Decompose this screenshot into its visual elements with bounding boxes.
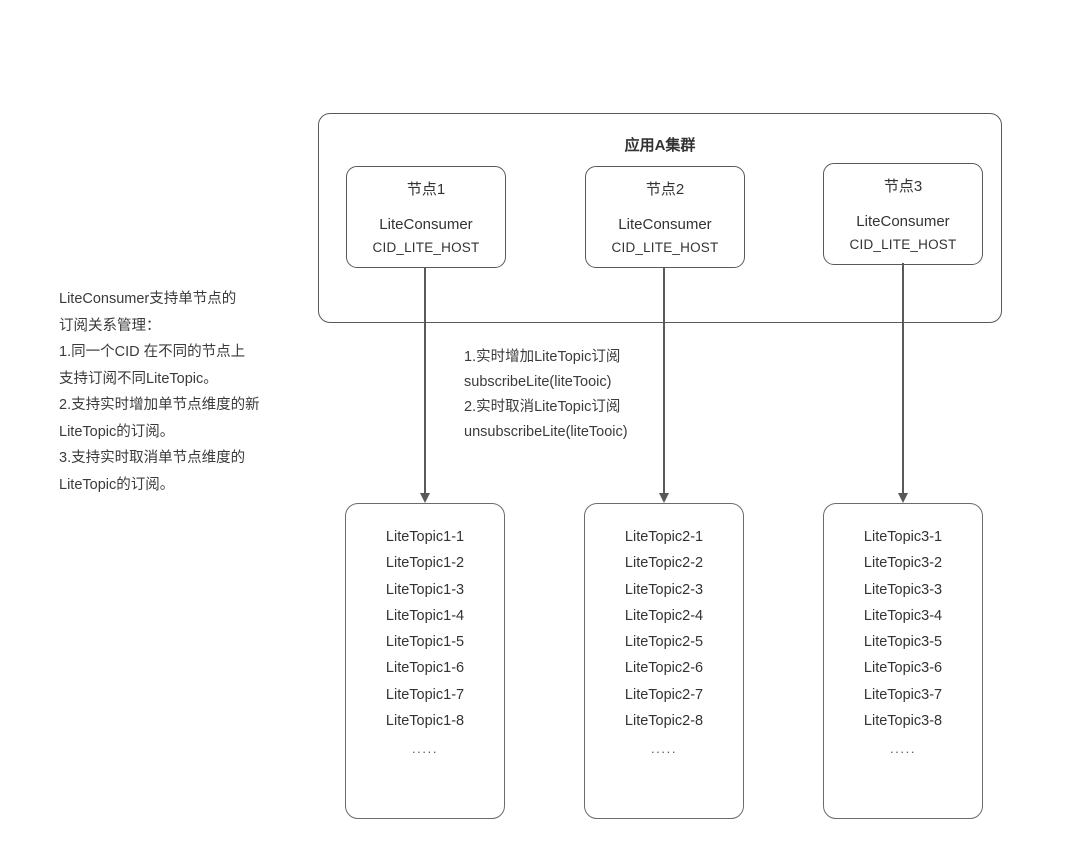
arrow-node2-to-topics2 <box>658 268 669 503</box>
topic-item: LiteTopic3-5 <box>863 634 943 651</box>
left-explanation-note: LiteConsumer支持单节点的 订阅关系管理： 1.同一个CID 在不同的… <box>59 291 260 493</box>
node-role-2: LiteConsumer <box>618 216 712 233</box>
topic-item: LiteTopic3-8 <box>863 713 943 730</box>
topic-item: LiteTopic2-1 <box>624 529 704 545</box>
topic-item: LiteTopic2-4 <box>624 607 704 624</box>
topic-ellipsis: ..... <box>411 741 439 757</box>
node-role-1: LiteConsumer <box>379 216 473 233</box>
topic-item: LiteTopic1-5 <box>385 634 465 651</box>
cluster-application-a: 应用A集群 <box>318 113 1002 323</box>
node-cid-3: CID_LITE_HOST <box>849 237 957 252</box>
topic-item: LiteTopic1-6 <box>385 660 465 677</box>
topic-item: LiteTopic2-8 <box>624 713 704 730</box>
topic-item: LiteTopic3-3 <box>863 581 943 598</box>
topic-item: LiteTopic2-3 <box>624 581 704 598</box>
topic-item: LiteTopic1-8 <box>385 713 465 730</box>
arrow-node1-to-topics1 <box>419 268 430 503</box>
topic-item: LiteTopic3-4 <box>863 607 943 624</box>
node-title-1: 节点1 <box>406 181 446 198</box>
topic-item: LiteTopic2-2 <box>624 555 704 572</box>
topic-item: LiteTopic3-2 <box>863 555 943 572</box>
topic-group-box-1[interactable]: LiteTopic1-1 LiteTopic1-2 LiteTopic1-3 L… <box>345 503 505 819</box>
cluster-title: 应用A集群 <box>624 137 696 154</box>
topic-ellipsis: ..... <box>650 741 678 757</box>
topic-item: LiteTopic3-7 <box>863 686 943 703</box>
topic-item: LiteTopic1-2 <box>385 555 465 572</box>
topic-item: LiteTopic3-1 <box>863 529 943 545</box>
topic-group-box-3[interactable]: LiteTopic3-1 LiteTopic3-2 LiteTopic3-3 L… <box>823 503 983 819</box>
topic-item: LiteTopic1-4 <box>385 607 465 624</box>
topic-item: LiteTopic1-3 <box>385 581 465 598</box>
topic-group-box-2[interactable]: LiteTopic2-1 LiteTopic2-2 LiteTopic2-3 L… <box>584 503 744 819</box>
node-role-3: LiteConsumer <box>856 213 950 230</box>
topic-item: LiteTopic2-5 <box>624 634 704 651</box>
node-box-2[interactable]: 节点2 LiteConsumer CID_LITE_HOST <box>585 166 745 268</box>
topic-item: LiteTopic1-1 <box>385 529 465 545</box>
node-cid-1: CID_LITE_HOST <box>372 240 480 255</box>
arrow-node3-to-topics3 <box>897 263 908 503</box>
node-box-3[interactable]: 节点3 LiteConsumer CID_LITE_HOST <box>823 163 983 265</box>
node-cid-2: CID_LITE_HOST <box>611 240 719 255</box>
topic-item: LiteTopic2-7 <box>624 686 704 703</box>
node-title-3: 节点3 <box>883 178 923 195</box>
subscribe-api-note: 1.实时增加LiteTopic订阅 subscribeLite(liteTooi… <box>464 349 628 440</box>
topic-item: LiteTopic2-6 <box>624 660 704 677</box>
node-title-2: 节点2 <box>645 181 685 198</box>
topic-item: LiteTopic3-6 <box>863 660 943 677</box>
topic-item: LiteTopic1-7 <box>385 686 465 703</box>
topic-ellipsis: ..... <box>889 741 917 757</box>
node-box-1[interactable]: 节点1 LiteConsumer CID_LITE_HOST <box>346 166 506 268</box>
